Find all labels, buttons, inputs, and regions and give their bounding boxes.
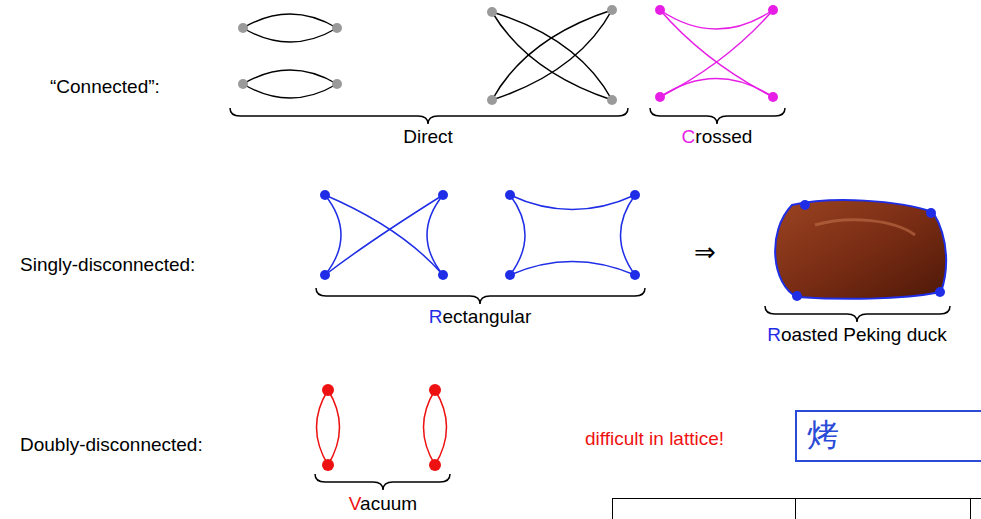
vertex-dot [487,5,617,105]
vertex-dot [429,384,441,396]
vertex-dot [768,5,778,15]
vertex-dot [320,190,330,200]
table-lines [612,498,981,519]
quark-lines [317,390,447,465]
group-label: Direct [403,126,453,148]
quark-lines [492,10,612,100]
vertex-dot [320,190,448,280]
vertex-dot [505,190,515,200]
quark-lines [435,390,447,465]
vertex-dot [607,95,617,105]
quark-lines [325,195,341,275]
vertex-dot [505,190,640,280]
quark-lines [510,195,525,275]
vertex-dot [322,459,334,471]
vertex-dot [322,384,441,471]
vertex-dot [630,270,640,280]
quark-lines [660,10,773,97]
quark-lines [492,12,612,100]
quark-lines [660,10,773,29]
vertex-dot [438,190,448,200]
quark-lines [243,28,337,42]
vertex-dot [607,5,617,15]
curly-brace [316,288,645,304]
vertex-dot [238,79,248,89]
row-heading: Doubly-disconnected: [20,434,203,456]
curly-brace [230,108,628,124]
table-lines [795,498,796,519]
vertex-dot [429,459,441,471]
vertex-dot [238,23,248,33]
group-label: Rectangular [429,306,531,328]
duck-picture [775,200,946,299]
quark-lines [427,195,443,275]
quark-lines [325,195,443,275]
curly-brace [765,306,950,322]
vertex-dot [768,92,778,102]
quark-lines [510,262,635,276]
vertex-dot [487,7,497,17]
group-label: Roasted Peking duck [767,324,947,346]
vertex-dot [238,23,342,89]
duck-picture [792,291,802,301]
vertex-dot [655,92,665,102]
title-box: 烤 [795,410,981,462]
vertex-dot [505,270,515,280]
quark-lines [492,12,612,100]
note-text: difficult in lattice! [585,428,724,450]
vertex-dot [322,384,334,396]
quark-lines [243,14,337,28]
vertex-dot [332,23,342,33]
quark-lines [621,195,636,275]
duck-picture [926,208,936,218]
group-label: Crossed [682,126,753,148]
vertex-dot [630,190,640,200]
quark-lines [328,390,340,465]
quark-lines [510,195,635,275]
quark-lines [325,195,443,275]
quark-lines [243,84,337,98]
quark-lines [660,10,773,97]
quark-lines [424,390,436,465]
vertex-dot [438,270,448,280]
row-heading: Singly-disconnected: [20,254,195,276]
quark-lines [325,195,443,275]
duck-picture [775,200,946,301]
quark-lines [510,195,635,210]
box-text: 烤 [807,416,839,454]
table-lines [970,498,971,519]
vertex-dot [320,270,330,280]
duck-picture [815,220,915,235]
row-heading: “Connected”: [50,76,160,98]
quark-lines [243,70,337,84]
vertex-dot [487,95,497,105]
duck-picture [935,287,945,297]
implies-arrow: ⇒ [694,238,716,268]
curly-brace [315,474,450,490]
curly-brace [650,108,785,124]
quark-lines [243,14,337,98]
vertex-dot [655,5,665,15]
table-lines [612,498,981,499]
quark-lines [492,10,612,100]
vertex-dot [332,79,342,89]
quark-lines [492,10,612,100]
table-lines [612,498,613,519]
quark-lines [660,10,773,97]
duck-picture [800,200,810,210]
group-label: Vacuum [349,493,417,515]
vertex-dot [655,5,778,102]
quark-lines [317,390,329,465]
